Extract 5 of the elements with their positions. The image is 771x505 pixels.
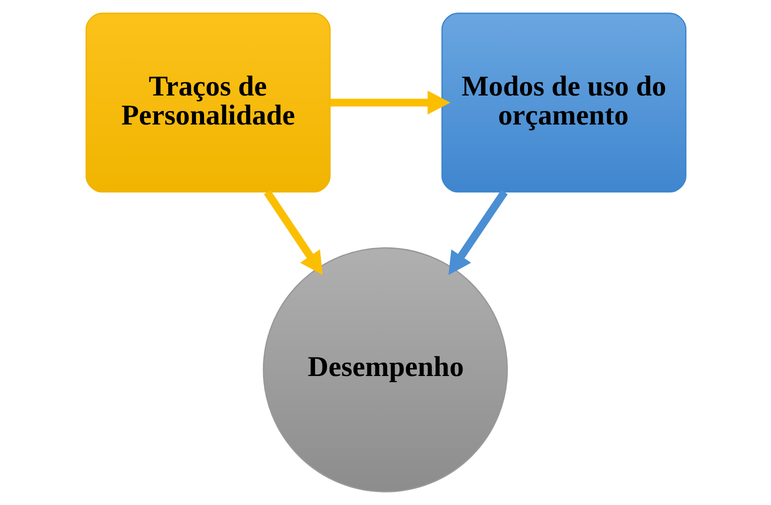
node-box: Traços de Personalidade [85,12,330,193]
node-box: Modos de uso do orçamento [440,12,686,193]
arrow [448,190,508,275]
arrow [330,90,450,115]
arrow [263,190,322,275]
